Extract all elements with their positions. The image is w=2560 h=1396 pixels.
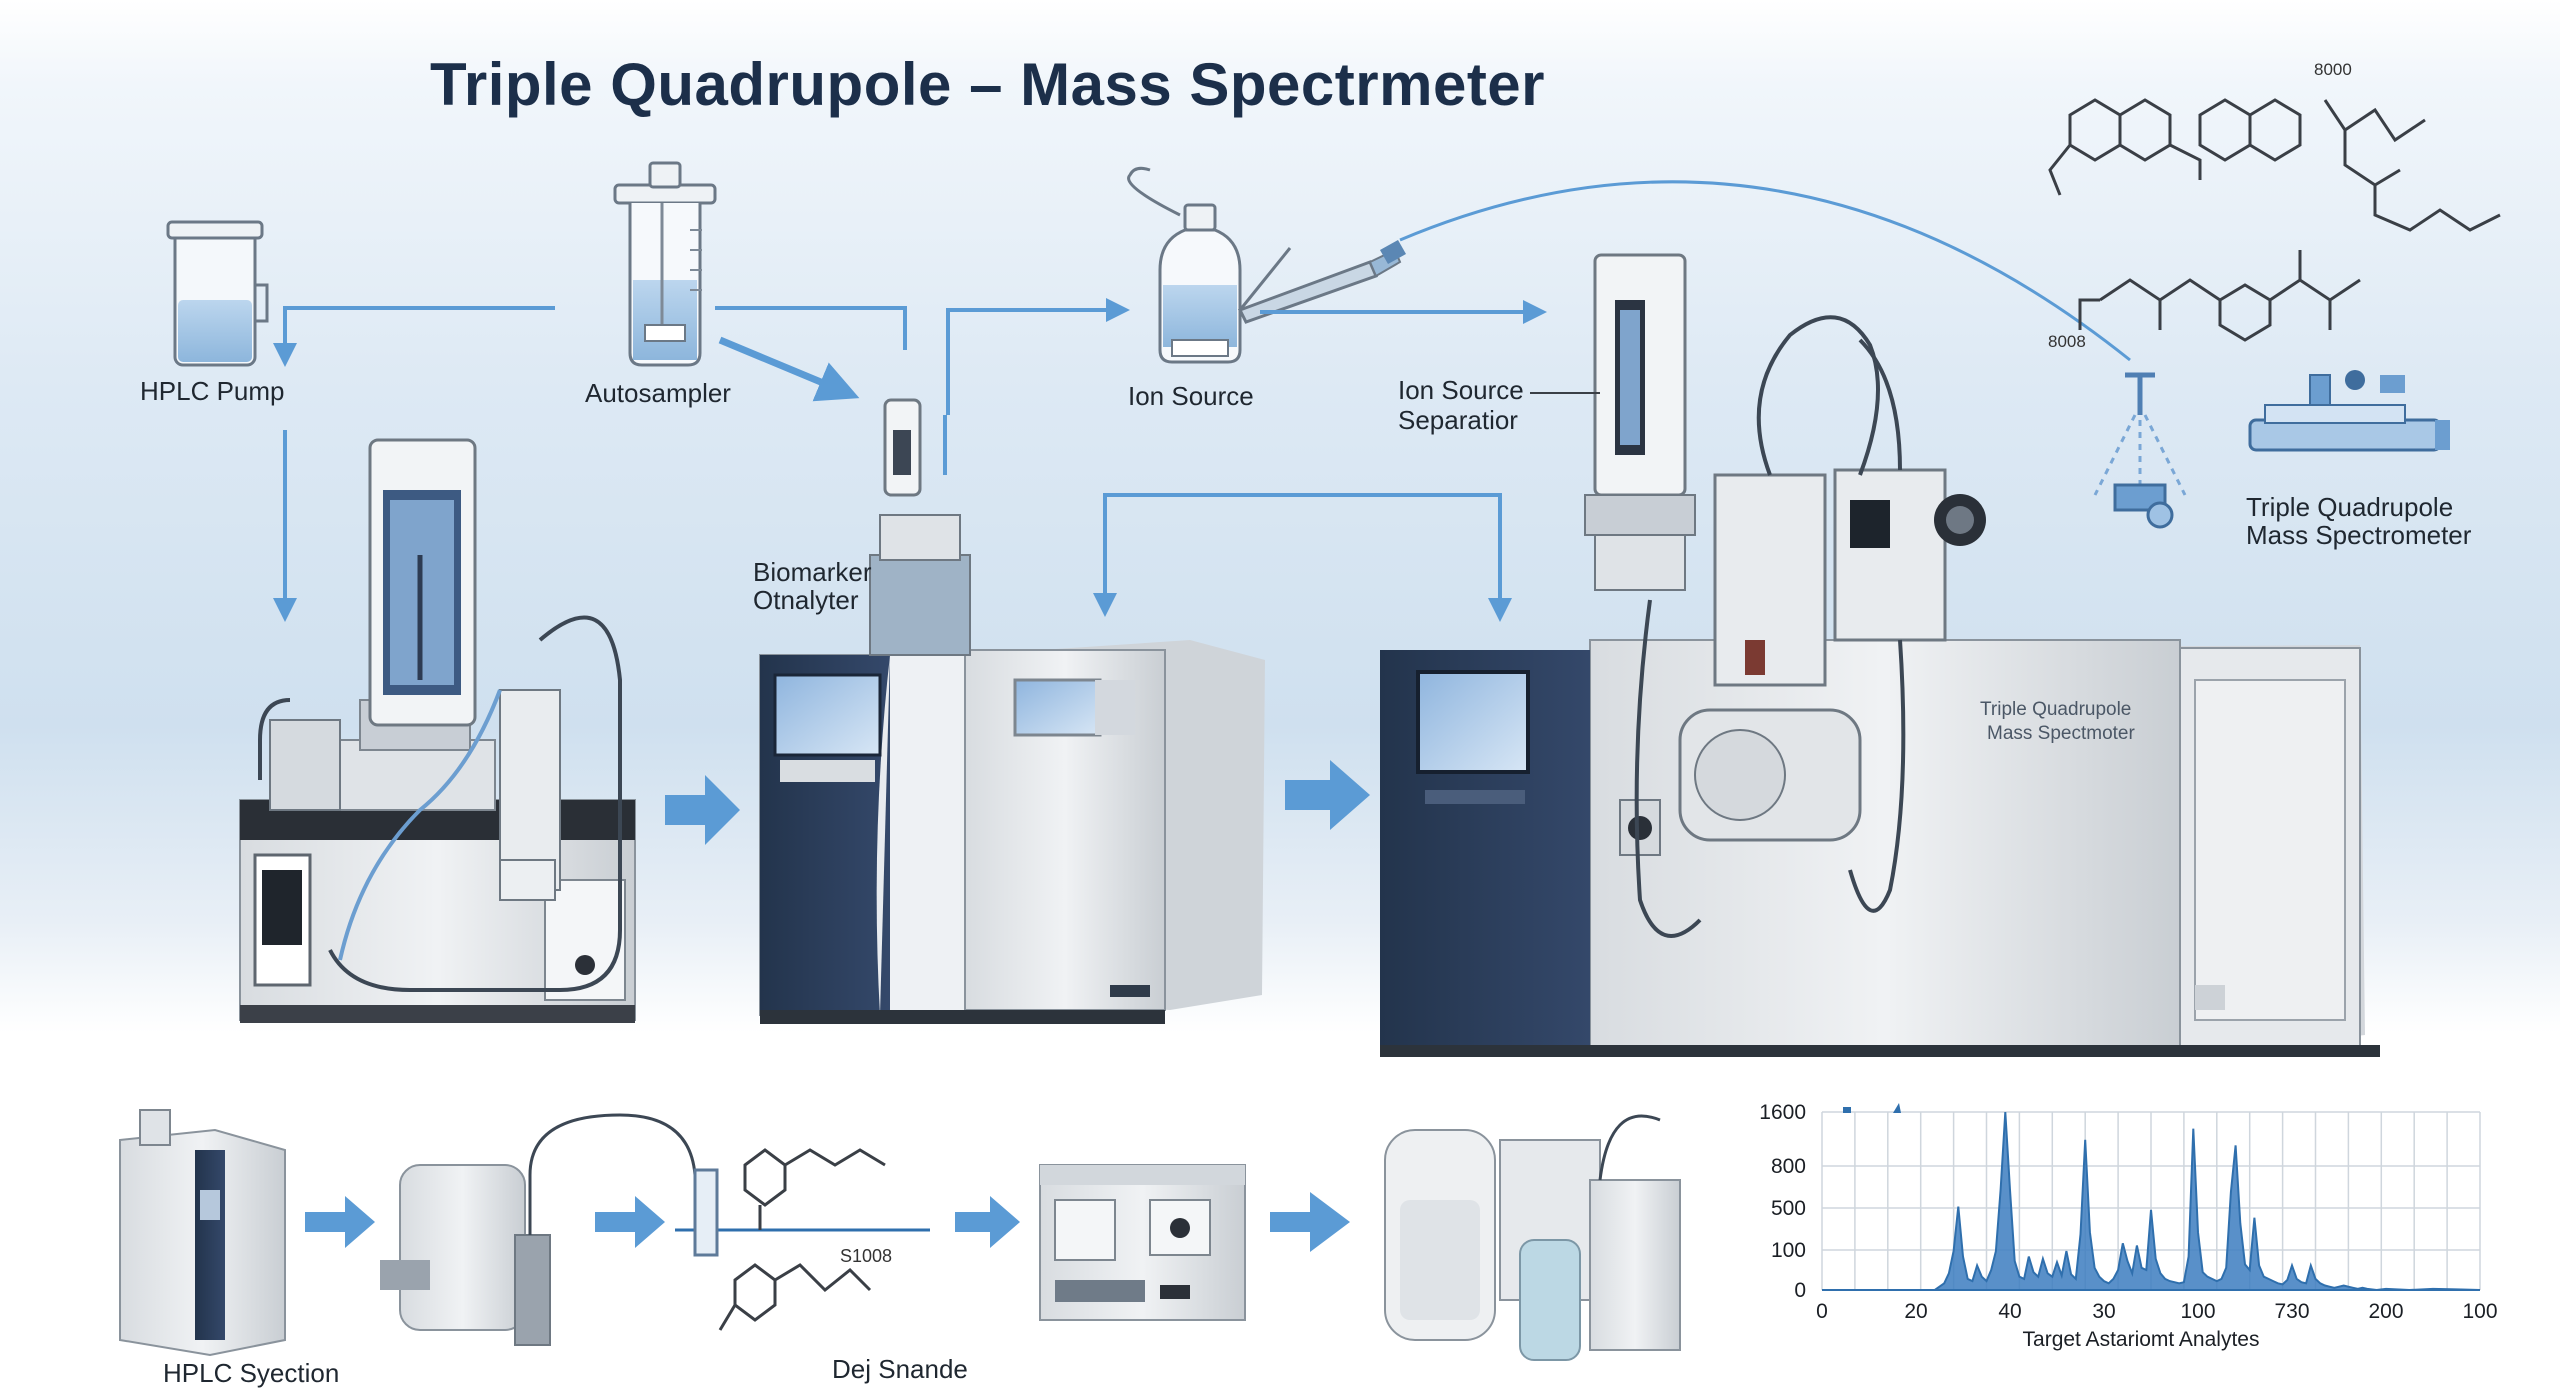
label-tq-ms-right-1: Triple Quadrupole: [2246, 492, 2454, 522]
x-tick-label: 40: [1998, 1300, 2021, 1323]
x-tick-label: 200: [2368, 1300, 2403, 1323]
flow-arrow-b2: [595, 1196, 665, 1248]
label-struct-left: 8008: [2048, 332, 2086, 351]
triple-quadrupole-instrument: [1380, 253, 2380, 1057]
x-tick-label: 730: [2274, 1300, 2309, 1323]
molecule-structure-icon: [2048, 98, 2501, 342]
label-struct-top: 8000: [2314, 60, 2352, 79]
hplc-pump-bottle-icon: [166, 220, 269, 367]
flow-arrow-b3: [955, 1196, 1020, 1248]
label-autosampler: Autosampler: [585, 378, 731, 408]
y-tick-label: 100: [1771, 1239, 1806, 1262]
x-tick-label: 20: [1904, 1300, 1927, 1323]
chromatogram-trace: [1822, 1111, 2481, 1292]
bottom-ms-unit: [1384, 1114, 1681, 1361]
y-tick-label: 500: [1771, 1197, 1806, 1220]
bottom-detector-unit: [1039, 1164, 1246, 1321]
label-panel-2: Mass Spectmoter: [1987, 723, 2135, 744]
flow-arrow-b1: [305, 1196, 375, 1248]
x-tick-label: 0: [1816, 1300, 1828, 1323]
chromatogram-icon: 0 100 500 800 1600 0 20 40 30 100 730 200 100Target …: [1759, 1101, 2497, 1351]
autosampler-vial-icon: [613, 161, 717, 367]
x-axis-label: Target Astariomt Analytes: [2023, 1328, 2260, 1351]
bottom-column-structures: [675, 1148, 930, 1331]
label-biomarker-2: Otnalyter: [753, 585, 859, 615]
autosampler-instrument: [759, 398, 1265, 1024]
flow-arrow-1: [665, 775, 740, 845]
flow-arrow-b4: [1270, 1192, 1350, 1252]
label-tq-ms-right-2: Mass Spectrometer: [2246, 520, 2472, 550]
label-biomarker-1: Biomarker: [753, 557, 872, 587]
bottom-injector-unit: [380, 1113, 697, 1346]
x-tick-label: 100: [2462, 1300, 2497, 1323]
legend-marker: [1843, 1107, 1851, 1113]
electrospray-icon: [2093, 370, 2450, 529]
hplc-pump-instrument: [239, 438, 636, 1023]
label-ion-source-separation-2: Separatior: [1398, 405, 1518, 435]
y-tick-label: 800: [1771, 1155, 1806, 1178]
legend-marker: [1893, 1103, 1901, 1113]
label-hplc-syection: HPLC Syection: [163, 1358, 340, 1388]
y-tick-label: 0: [1794, 1279, 1806, 1302]
label-panel-1: Triple Quadrupole: [1980, 699, 2132, 720]
page-title: Triple Quadrupole – Mass Spectrmeter: [430, 51, 1546, 118]
needle-icon: [1237, 240, 1406, 324]
y-tick-label: 1600: [1759, 1101, 1806, 1124]
flow-arrow-2: [1285, 760, 1370, 830]
label-hplc-pump: HPLC Pump: [140, 376, 285, 406]
label-ion-source-separation-1: Ion Source: [1398, 375, 1524, 405]
x-tick-label: 100: [2180, 1300, 2215, 1323]
label-struct-bottom: S1008: [840, 1246, 893, 1266]
label-leader-line: [1530, 392, 1600, 394]
x-tick-label: 30: [2092, 1300, 2115, 1323]
label-dej-snande: Dej Snande: [832, 1354, 968, 1384]
label-ion-source: Ion Source: [1128, 381, 1254, 411]
bottom-hplc-unit: [119, 1109, 286, 1357]
flow-arrows: [273, 180, 2131, 622]
ion-source-bottle-icon: [1127, 166, 1242, 364]
